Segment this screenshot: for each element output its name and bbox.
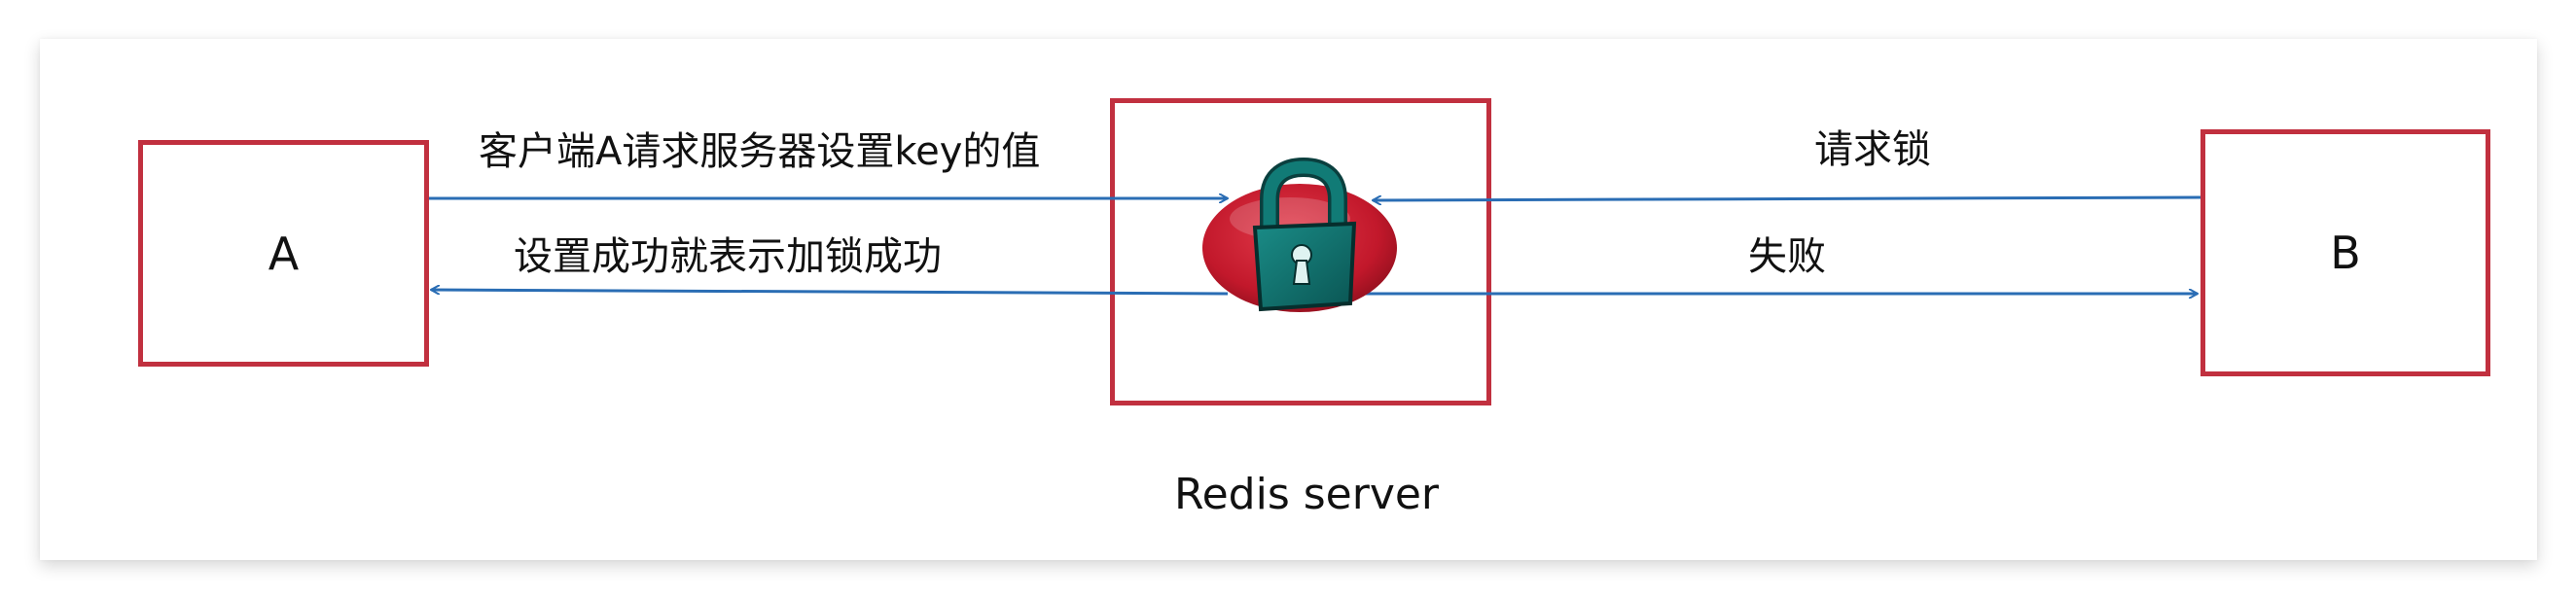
edge-label-b-to-server: 请求锁 [1814,127,1931,172]
edge-label-server-to-a: 设置成功就表示加锁成功 [514,234,942,279]
client-b-label: B [2330,227,2361,279]
edge-label-a-to-server: 客户端A请求服务器设置key的值 [479,129,1041,174]
arrow-server-to-a [431,290,1229,296]
client-b-box: B [2200,129,2490,376]
client-a-label: A [268,227,300,280]
client-a-box: A [138,140,429,367]
edge-label-server-to-b: 失败 [1748,234,1826,279]
arrow-b-to-server [1373,197,2201,200]
redis-server-label: Redis server [1174,470,1440,519]
padlock-icon [1202,157,1397,312]
